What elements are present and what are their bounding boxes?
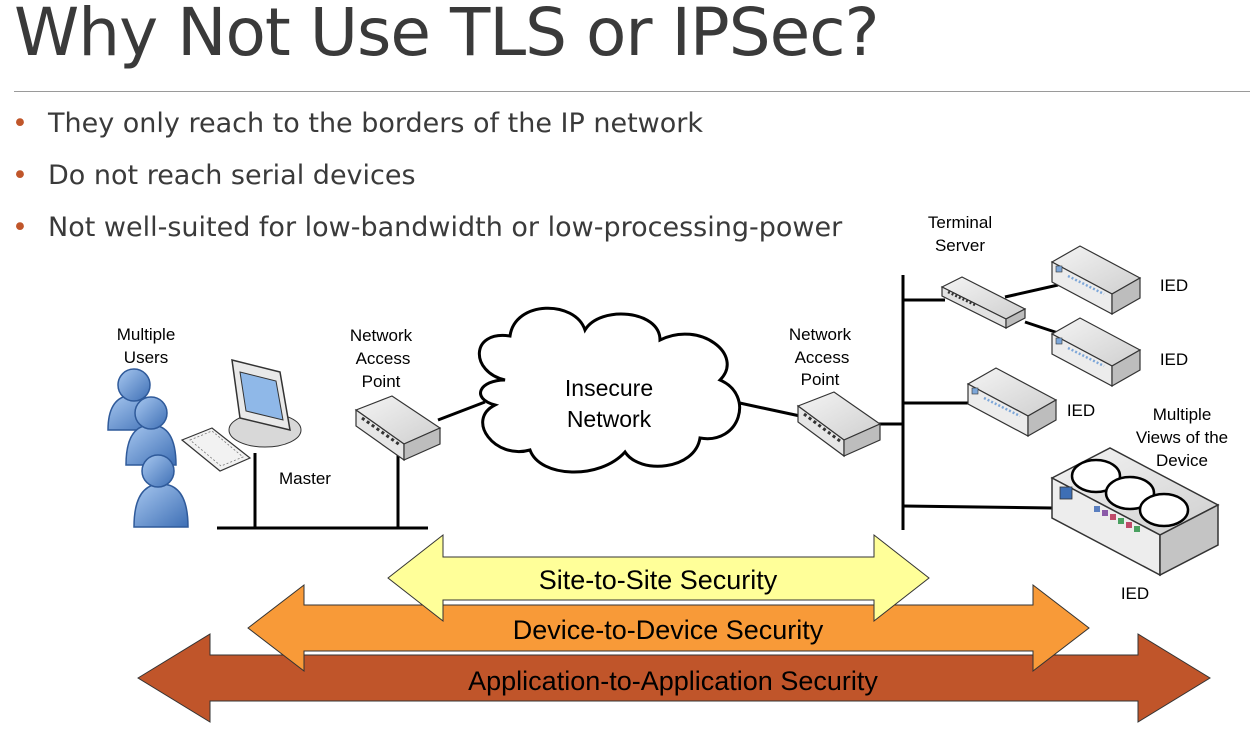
users-label: Multiple: [117, 325, 176, 344]
title-divider: [14, 91, 1250, 92]
nap-right-label: Access: [795, 348, 850, 367]
slide-title: Why Not Use TLS or IPSec?: [14, 0, 880, 71]
multiple-views-label: Device: [1156, 451, 1208, 470]
terminal-server-label: Terminal: [928, 213, 992, 232]
nap-right-label: Point: [801, 370, 840, 389]
ied-label: IED: [1160, 350, 1188, 369]
multiple-views-label: Views of the: [1136, 428, 1228, 447]
ied-label: IED: [1067, 401, 1095, 420]
site-security-label: Site-to-Site Security: [539, 565, 778, 595]
ied-device-icon: [966, 367, 1058, 438]
diagram-labels: Multiple Users Master Network Access Poi…: [117, 213, 1228, 603]
ied-device-icon: [1050, 317, 1142, 388]
bullet-item: •Do not reach serial devices: [12, 160, 416, 191]
bullet-list: •They only reach to the borders of the I…: [12, 108, 842, 264]
application-security-arrow: Application-to-Application Security: [137, 633, 1211, 723]
terminal-server-icon: [940, 276, 1027, 329]
insecure-network-cloud-icon: [477, 306, 742, 474]
cloud-label: Insecure: [565, 375, 653, 401]
nap-left-label: Point: [362, 372, 401, 391]
nap-left-label: Access: [356, 349, 411, 368]
bullet-dot-icon: •: [12, 212, 28, 243]
bullet-item: •They only reach to the borders of the I…: [12, 108, 704, 139]
ied-large-device-icon: [1050, 447, 1220, 577]
terminal-server-label: Server: [935, 236, 985, 255]
users-icon: [107, 368, 189, 528]
cloud-label: Network: [567, 406, 652, 432]
ied-label: IED: [1121, 584, 1149, 603]
site-security-arrow: Site-to-Site Security: [387, 533, 930, 623]
device-security-label: Device-to-Device Security: [513, 615, 824, 645]
network-access-point-right-icon: [796, 391, 882, 458]
multiple-views-label: Multiple: [1153, 405, 1212, 424]
master-label: Master: [279, 469, 331, 488]
nap-right-label: Network: [789, 325, 852, 344]
network-access-point-left-icon: [354, 395, 442, 462]
application-security-label: Application-to-Application Security: [468, 666, 878, 696]
users-label: Users: [124, 348, 168, 367]
master-computer-icon: [180, 359, 302, 472]
network-lines: [217, 275, 1059, 530]
ied-device-icon: [1050, 245, 1142, 316]
nap-left-label: Network: [350, 326, 413, 345]
bullet-item: •Not well-suited for low-bandwidth or lo…: [12, 212, 843, 243]
ied-label: IED: [1160, 276, 1188, 295]
bullet-dot-icon: •: [12, 160, 28, 191]
bullet-dot-icon: •: [12, 108, 28, 139]
